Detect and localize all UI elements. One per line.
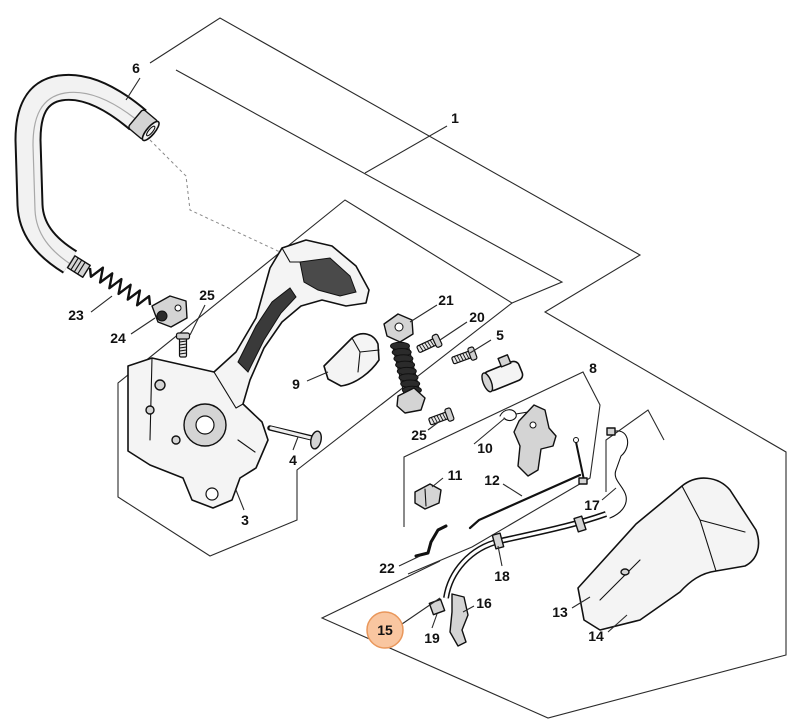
leader-line-4 [292,436,299,451]
callout-3[interactable]: 3 [241,512,249,528]
callout-19[interactable]: 19 [424,630,440,646]
callout-9[interactable]: 9 [292,376,300,392]
part-25-screw [175,332,191,358]
callout-21[interactable]: 21 [438,292,454,308]
leader-line-3 [235,489,245,511]
part-18-cable [443,511,607,599]
callout-13[interactable]: 13 [552,604,568,620]
callout-4[interactable]: 4 [289,452,297,468]
callout-25[interactable]: 25 [199,287,215,303]
callout-labels: 6 1 23 24 25 9 21 20 5 8 4 3 25 10 11 12… [68,60,604,646]
leader-line-21 [409,304,438,323]
selected-callout-highlight [366,611,404,649]
leader-line-15 [401,597,441,625]
leader-line-19 [431,613,438,629]
part-5-screw [449,345,479,368]
callout-20[interactable]: 20 [469,309,485,325]
part-16-lever [449,593,469,647]
callout-15[interactable]: 15 [377,622,393,638]
part-25-screw-second [426,406,456,429]
part-6-loop-handle [14,73,160,278]
leader-line-9 [306,371,329,382]
callout-8[interactable]: 8 [589,360,597,376]
callout-14[interactable]: 14 [588,628,604,644]
leader-line-24 [130,317,156,335]
part-3-handle-housing [127,239,370,509]
leader-line-23 [90,295,113,313]
part-4-bolt [267,425,322,450]
part-20-screw [414,333,444,357]
leader-line-20 [439,321,468,341]
callout-23[interactable]: 23 [68,307,84,323]
leader-line-25 [189,304,206,336]
callout-1[interactable]: 1 [451,110,459,126]
part-9-cover [323,332,380,387]
leader-line-22 [398,555,421,567]
leader-line-17 [601,487,617,501]
callout-18[interactable]: 18 [494,568,510,584]
part-10-torsion-spring [499,409,529,422]
housing-group-frame [117,199,513,557]
part-13-handle-cover [577,477,760,631]
leader-line-5 [469,339,492,354]
leader-line-14 [607,614,628,633]
wire-group-frame [605,409,665,492]
callout-17[interactable]: 17 [584,497,600,513]
part-24-bracket [151,295,188,328]
leader-line-16 [462,605,475,613]
callout-10[interactable]: 10 [477,440,493,456]
leader-line-6 [125,77,141,101]
callout-12[interactable]: 12 [484,472,500,488]
callout-5[interactable]: 5 [496,327,504,343]
part-23-spring [88,266,152,307]
callout-24[interactable]: 24 [110,330,126,346]
assembly-frame-outer [149,17,787,719]
part-22-bent-rod [414,524,448,558]
leader-line-13 [571,596,591,609]
part-8-trigger [513,404,557,477]
leader-line-11 [431,477,444,488]
part-5-sleeve [481,354,524,393]
part-17-wire [606,427,629,519]
part-12-rod [468,437,588,530]
leader-line-12 [502,483,523,497]
part-21-bellows [383,313,426,414]
leader-line-25-second [427,420,441,431]
callout-11[interactable]: 11 [448,467,463,483]
callout-25-second[interactable]: 25 [411,427,427,443]
leader-line-10 [473,417,506,445]
callout-22[interactable]: 22 [379,560,395,576]
leader-line-18 [497,545,503,567]
leader-line-1 [364,125,448,174]
callout-16[interactable]: 16 [476,595,492,611]
part-19-nut [428,598,446,616]
leader-lines [90,77,628,633]
alignment-dashed-line [149,139,281,253]
callout-6[interactable]: 6 [132,60,140,76]
assembly-frame-inner [175,69,564,304]
part-11-clip [414,483,442,510]
trigger-group-frame [403,371,601,575]
